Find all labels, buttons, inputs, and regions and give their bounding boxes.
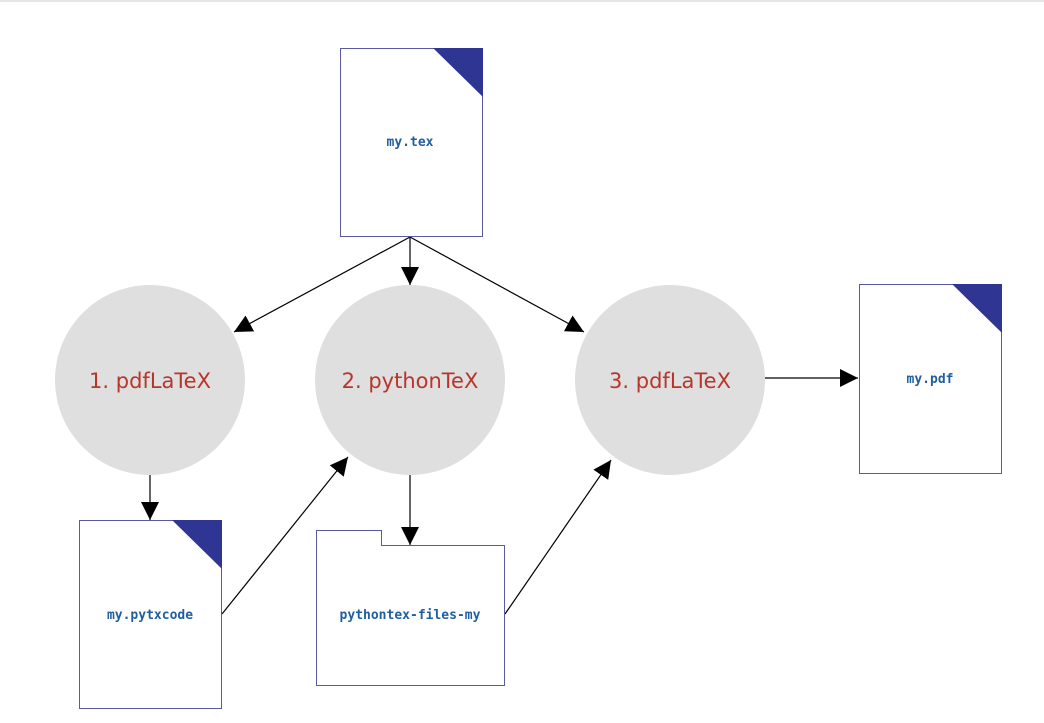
- document-corner-icon: [433, 48, 483, 97]
- file-my-pytxcode: my.pytxcode: [79, 520, 222, 709]
- edge-folder-to-pdflatex3: [504, 459, 612, 615]
- step-2-pythontex: 2. pythonTeX: [315, 285, 505, 475]
- file-my-pdf: my.pdf: [859, 284, 1002, 474]
- document-corner-icon: [952, 284, 1002, 333]
- edge-pytxcode-to-pythontex: [221, 456, 349, 615]
- file-name-pytxcode: my.pytxcode: [107, 608, 193, 623]
- document-corner-icon: [172, 520, 222, 569]
- step-3-pdflatex: 3. pdfLaTeX: [575, 285, 765, 475]
- step-1-pdflatex: 1. pdfLaTeX: [55, 285, 245, 475]
- step-circle: [55, 285, 245, 475]
- edge-tex-to-pdflatex3: [409, 236, 585, 333]
- file-name-tex: my.tex: [387, 135, 434, 150]
- file-my-tex: my.tex: [340, 48, 483, 237]
- top-border: [0, 0, 1044, 2]
- folder-name: pythontex-files-my: [340, 608, 481, 623]
- step-circle: [575, 285, 765, 475]
- step-label: 3. pdfLaTeX: [609, 369, 731, 393]
- step-label: 1. pdfLaTeX: [89, 369, 211, 393]
- step-circle: [315, 285, 505, 475]
- file-name-pdf: my.pdf: [907, 372, 954, 387]
- folder-icon: [316, 530, 505, 686]
- edge-tex-to-pdflatex1: [233, 236, 411, 333]
- step-label: 2. pythonTeX: [342, 369, 479, 393]
- folder-pythontex-files-my: pythontex-files-my: [316, 530, 505, 686]
